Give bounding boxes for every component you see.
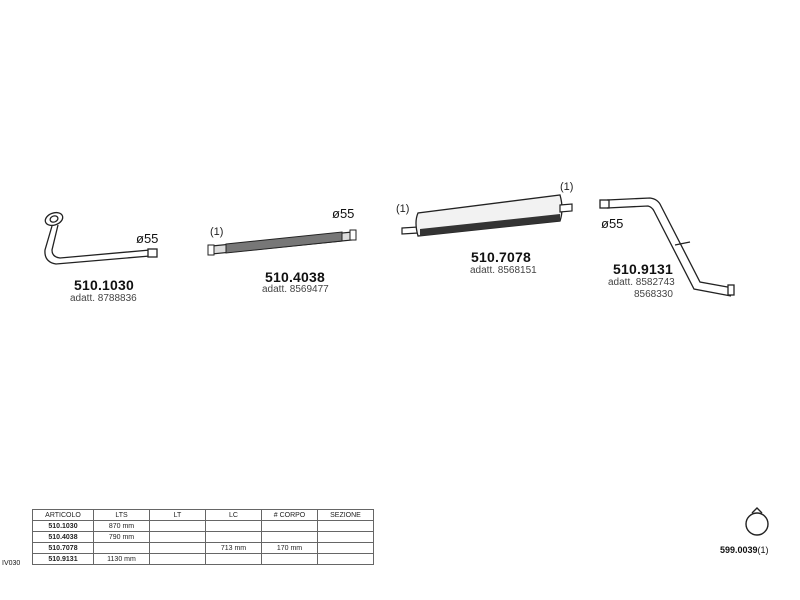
header-lc: LC [205,509,262,521]
row-lts: 790 mm [93,531,150,543]
part2-adatt: adatt. 8569477 [262,284,329,295]
part3-adatt: adatt. 8568151 [470,265,537,276]
front-pipe-drawing [44,211,158,265]
part4-diameter: ø55 [601,216,624,231]
clamp-code: 599.0039 [720,545,758,555]
row-sezione [317,520,374,532]
row-sezione [317,531,374,543]
row-lt [149,520,206,532]
part4-adatt2: 8568330 [634,289,673,300]
header-sezione: SEZIONE [317,509,374,521]
row-corpo [261,520,318,532]
part2-diameter: ø55 [332,206,355,221]
part2-note: (1) [210,226,224,238]
clamp-drawing [745,507,769,536]
parts-table: ARTICOLO LTS LT LC # CORPO SEZIONE 510.1… [32,509,374,565]
header-lt: LT [149,509,206,521]
row-lts: 1130 mm [93,553,150,565]
part2-code: 510.4038 [265,269,325,285]
clamp-label: 599.0039(1) [720,545,769,555]
row-sezione [317,553,374,565]
row-lc: 713 mm [205,542,262,554]
row-articolo: 510.4038 [32,531,94,543]
table-row: 510.4038 790 mm [32,531,374,543]
header-corpo: # CORPO [261,509,318,521]
part3-note-left: (1) [396,203,410,215]
part1-code: 510.1030 [74,277,134,293]
row-sezione [317,542,374,554]
part4-code: 510.9131 [613,261,673,277]
header-articolo: ARTICOLO [32,509,94,521]
row-corpo: 170 mm [261,542,318,554]
part3-note-right: (1) [560,181,574,193]
tail-pipe-drawing [599,197,735,297]
part3-code: 510.7078 [471,249,531,265]
row-lc [205,553,262,565]
row-articolo: 510.1030 [32,520,94,532]
row-lc [205,520,262,532]
row-corpo [261,531,318,543]
row-lt [149,542,206,554]
part1-adatt: adatt. 8788836 [70,293,137,304]
row-corpo [261,553,318,565]
header-lts: LTS [93,509,150,521]
row-lts [93,542,150,554]
muffler-drawing [401,194,573,237]
row-lt [149,531,206,543]
flex-pipe-drawing [207,229,357,256]
table-row: 510.1030 870 mm [32,520,374,532]
clamp-note: (1) [757,545,769,555]
row-lt [149,553,206,565]
table-row: 510.9131 1130 mm [32,553,374,565]
table-header-row: ARTICOLO LTS LT LC # CORPO SEZIONE [32,509,374,521]
side-label: IV030 [2,560,21,567]
row-lc [205,531,262,543]
row-articolo: 510.9131 [32,553,94,565]
row-lts: 870 mm [93,520,150,532]
row-articolo: 510.7078 [32,542,94,554]
part4-adatt: adatt. 8582743 [608,277,675,288]
part1-diameter: ø55 [136,231,159,246]
table-row: 510.7078 713 mm 170 mm [32,542,374,554]
